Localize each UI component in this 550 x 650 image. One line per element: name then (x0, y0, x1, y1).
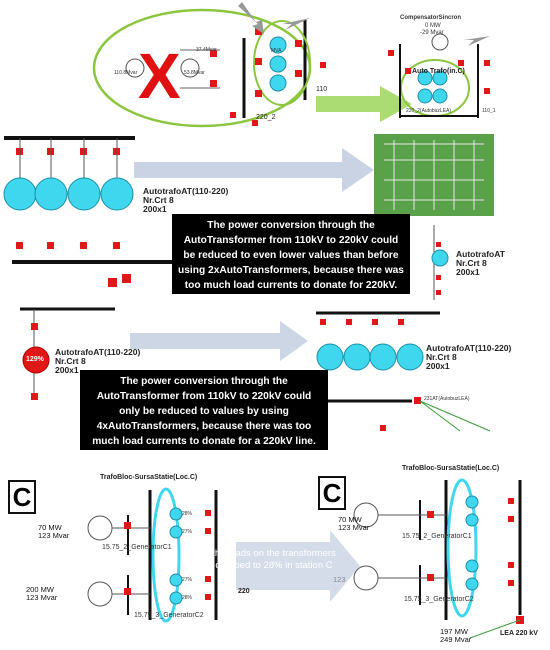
gen2-label: 15.75_3_GeneratorC2 (134, 612, 204, 619)
autotrafo-right-title: AutotrafoAT Nr.Crt 8 200x1 (456, 249, 505, 277)
compensator-mvar: -29 Mvar (420, 30, 444, 36)
flow-label-a: 37.4Mvar (196, 47, 217, 53)
grey-arrow-3 (130, 321, 308, 361)
green-arrow (316, 86, 412, 122)
overloaded-transformer (22, 346, 50, 374)
pct-b: 27% (182, 529, 193, 535)
lea-220kv-label: LEA 220 kV (500, 630, 538, 637)
autotransformer-row (3, 138, 134, 249)
section4-diagram (87, 478, 524, 639)
flow-label-c: 53.8Mvar (184, 70, 205, 76)
autotrafo-title-3: AutotrafoAT(110-220) Nr.Crt 8 200x1 (55, 347, 141, 375)
section3-diagram (20, 307, 491, 432)
trafobloc-title-right: TrafoBloc-SursaStatie(Loc.C) (402, 465, 500, 472)
highlight-ellipse-left (151, 487, 181, 623)
rgen2-label: 15.75_3_GeneratorC2 (404, 596, 474, 603)
compensator-title: CompensatorSincron (400, 15, 462, 21)
pct-d: 28% (182, 595, 193, 601)
section1-diagram (92, 2, 490, 128)
bus-220-2-label: 220_2 (256, 114, 276, 121)
overload-pct: 129% (26, 356, 44, 363)
bus-right-label: 110_1 (482, 108, 496, 114)
compensator-mw: 0 MW (425, 23, 441, 29)
bus-220-label: 220 (238, 588, 250, 595)
gen1-label: 15.75_2_GeneratorC1 (102, 544, 172, 551)
pct-a: 28% (182, 511, 193, 517)
trafobloc-title-left: TrafoBloc-SursaStatie(Loc.C) (100, 474, 198, 481)
grey-arrow-2 (134, 148, 374, 192)
autotrafo-title-2: AutotrafoAT(110-220) Nr.Crt 8 200x1 (143, 186, 229, 214)
pct-c: 27% (182, 577, 193, 583)
four-autotransformers (316, 343, 424, 371)
flow-label-b: 110.8Mvar (114, 70, 138, 76)
section2-diagram (3, 134, 494, 300)
rgen1-label: 15.75_2_GeneratorC1 (402, 533, 472, 540)
red-x-mark: X (138, 40, 181, 112)
bus-bottom-label: 220_2(AutobuzLEA) (406, 108, 452, 114)
generator-c2-symbol (87, 581, 113, 607)
autotrafo-title-3-right: AutotrafoAT(110-220) Nr.Crt 8 200x1 (426, 343, 512, 371)
grey-arrow-4 (236, 530, 360, 602)
bus-110-label: 110 (316, 86, 328, 93)
highlight-ellipse-right (446, 478, 478, 618)
station-c-badge-left: C (8, 480, 36, 514)
bus-231at-label: 231AT(AutobuzLEA) (424, 396, 470, 402)
mva-label: MVA (271, 48, 282, 54)
note-loads-dropped: the loads on the transformers dropped to… (212, 548, 336, 571)
transformer-group-top (269, 36, 287, 92)
generator-c1-symbol (87, 515, 113, 541)
note-4x-autotransformers: The power conversion through the AutoTra… (80, 370, 328, 450)
rgen2-partial: 123 (333, 575, 346, 584)
note-2x-autotransformers: The power conversion through the AutoTra… (172, 214, 410, 294)
auto-trafo-label: Auto Trafo(in.C) (412, 68, 465, 75)
station-c-badge-right: C (318, 476, 346, 510)
